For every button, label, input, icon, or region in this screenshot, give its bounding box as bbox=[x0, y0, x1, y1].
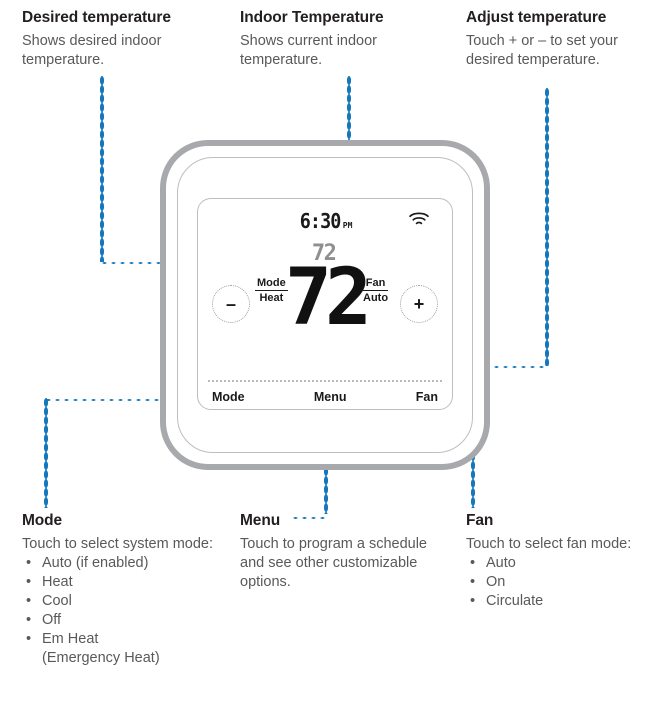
list-item: • Circulate bbox=[466, 592, 646, 611]
indoor-temperature: 72 bbox=[285, 253, 372, 343]
wifi-icon bbox=[408, 211, 430, 229]
callout-desired-temperature: Desired temperature Shows desired indoor… bbox=[22, 8, 237, 70]
thermostat-device: 6:30 PM 72 72 Mode Heat bbox=[160, 140, 490, 470]
list-item: • Heat bbox=[22, 573, 237, 592]
bullet-icon: • bbox=[26, 612, 32, 628]
callout-fan-option: Auto bbox=[486, 555, 516, 571]
callout-mode-option-list: • Auto (if enabled) • Heat • Cool • Off • Em … bbox=[22, 554, 237, 668]
list-item: • On bbox=[466, 573, 646, 592]
softkey-mode[interactable]: Mode bbox=[212, 390, 245, 404]
callout-menu-body: Touch to program a schedule and see othe… bbox=[240, 536, 427, 590]
callout-mode-option: Cool bbox=[42, 593, 72, 609]
list-item: • Auto bbox=[466, 554, 646, 573]
bullet-icon: • bbox=[470, 555, 476, 571]
mode-indicator-label: Mode bbox=[255, 277, 288, 291]
list-item: • Cool bbox=[22, 592, 237, 611]
clock-time: 6:30 bbox=[299, 209, 341, 233]
callout-mode-option: Off bbox=[42, 612, 62, 628]
callout-fan: Fan Touch to select fan mode: • Auto • On … bbox=[466, 511, 646, 611]
callout-mode-option-sub: (Emergency Heat) bbox=[42, 650, 160, 666]
callout-desired-body: Shows desired indoor temperature. bbox=[22, 33, 162, 68]
callout-mode-option: Auto (if enabled) bbox=[42, 555, 149, 571]
callout-fan-option: On bbox=[486, 574, 506, 590]
callout-fan-title: Fan bbox=[466, 512, 494, 529]
callout-menu: Menu Touch to program a schedule and see… bbox=[240, 511, 455, 592]
list-item: • Off bbox=[22, 611, 237, 630]
increase-temperature-button[interactable]: + bbox=[400, 285, 438, 323]
callout-mode-body: Touch to select system mode: bbox=[22, 536, 213, 552]
callout-mode-option: Heat bbox=[42, 574, 73, 590]
decrease-temperature-button[interactable]: – bbox=[212, 285, 250, 323]
bullet-icon: • bbox=[470, 593, 476, 609]
connector-mode-vertical bbox=[44, 398, 48, 508]
callout-adjust-title: Adjust temperature bbox=[466, 9, 607, 26]
callout-menu-title: Menu bbox=[240, 512, 281, 529]
connector-menu-horizontal bbox=[291, 516, 327, 520]
connector-desired-vertical bbox=[100, 76, 104, 262]
callout-fan-option: Circulate bbox=[486, 593, 544, 609]
callout-adjust-temperature: Adjust temperature Touch + or – to set y… bbox=[466, 8, 646, 70]
callout-fan-option-list: • Auto • On • Circulate bbox=[466, 554, 646, 611]
softkey-row: Mode Menu Fan bbox=[212, 389, 438, 405]
mode-indicator-value: Heat bbox=[259, 292, 284, 304]
callout-indoor-body: Shows current indoor temperature. bbox=[240, 33, 378, 68]
callout-mode: Mode Touch to select system mode: • Auto … bbox=[22, 511, 237, 668]
fan-indicator-value: Auto bbox=[363, 292, 389, 304]
bullet-icon: • bbox=[470, 574, 476, 590]
setpoint-temperature: 72 bbox=[311, 241, 337, 266]
thermostat-inner-bezel bbox=[177, 157, 473, 453]
bullet-icon: • bbox=[26, 593, 32, 609]
callout-desired-title: Desired temperature bbox=[22, 9, 171, 26]
thermostat-screen: 6:30 PM 72 72 Mode Heat bbox=[197, 198, 453, 410]
softkey-menu[interactable]: Menu bbox=[313, 390, 347, 404]
mode-indicator: Mode Heat bbox=[255, 277, 288, 305]
fan-indicator-label: Fan bbox=[363, 277, 389, 291]
callout-indoor-title: Indoor Temperature bbox=[240, 9, 384, 26]
callout-indoor-temperature: Indoor Temperature Shows current indoor … bbox=[240, 8, 455, 70]
list-item: • Em Heat (Emergency Heat) bbox=[22, 630, 237, 668]
connector-mode-horizontal bbox=[44, 398, 234, 402]
clock-period: PM bbox=[342, 221, 353, 230]
callout-adjust-body: Touch + or – to set your desired tempera… bbox=[466, 33, 618, 68]
connector-adjust-vertical bbox=[545, 88, 549, 366]
clock-display: 6:30 PM bbox=[198, 211, 452, 231]
callout-mode-title: Mode bbox=[22, 512, 63, 529]
softkey-fan[interactable]: Fan bbox=[415, 390, 438, 404]
callout-mode-option: Em Heat bbox=[42, 631, 99, 647]
list-item: • Auto (if enabled) bbox=[22, 554, 237, 573]
bullet-icon: • bbox=[26, 631, 32, 647]
callout-fan-body: Touch to select fan mode: bbox=[466, 536, 632, 552]
bullet-icon: • bbox=[26, 555, 32, 571]
fan-indicator: Fan Auto bbox=[363, 277, 389, 305]
bullet-icon: • bbox=[26, 574, 32, 590]
softkey-divider bbox=[207, 380, 443, 382]
